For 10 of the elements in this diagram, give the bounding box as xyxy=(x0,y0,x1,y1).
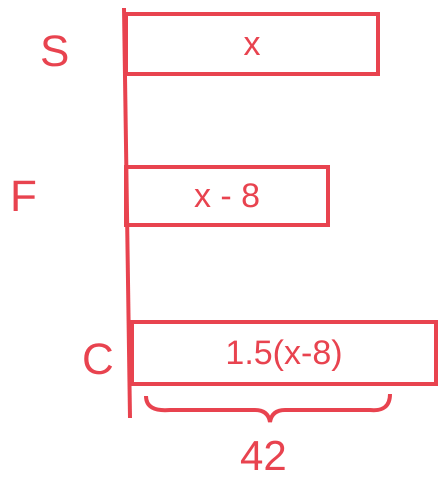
row-label: F xyxy=(10,175,37,219)
row-label: C xyxy=(82,338,114,382)
bar xyxy=(124,12,380,76)
total-label: 42 xyxy=(240,435,287,477)
bar-label: 1.5(x-8) xyxy=(225,334,343,372)
bar-label: x xyxy=(244,24,260,64)
bar xyxy=(124,165,330,227)
bar-label: x - 8 xyxy=(194,176,260,216)
bar xyxy=(130,320,438,386)
row-label: S xyxy=(40,30,70,74)
